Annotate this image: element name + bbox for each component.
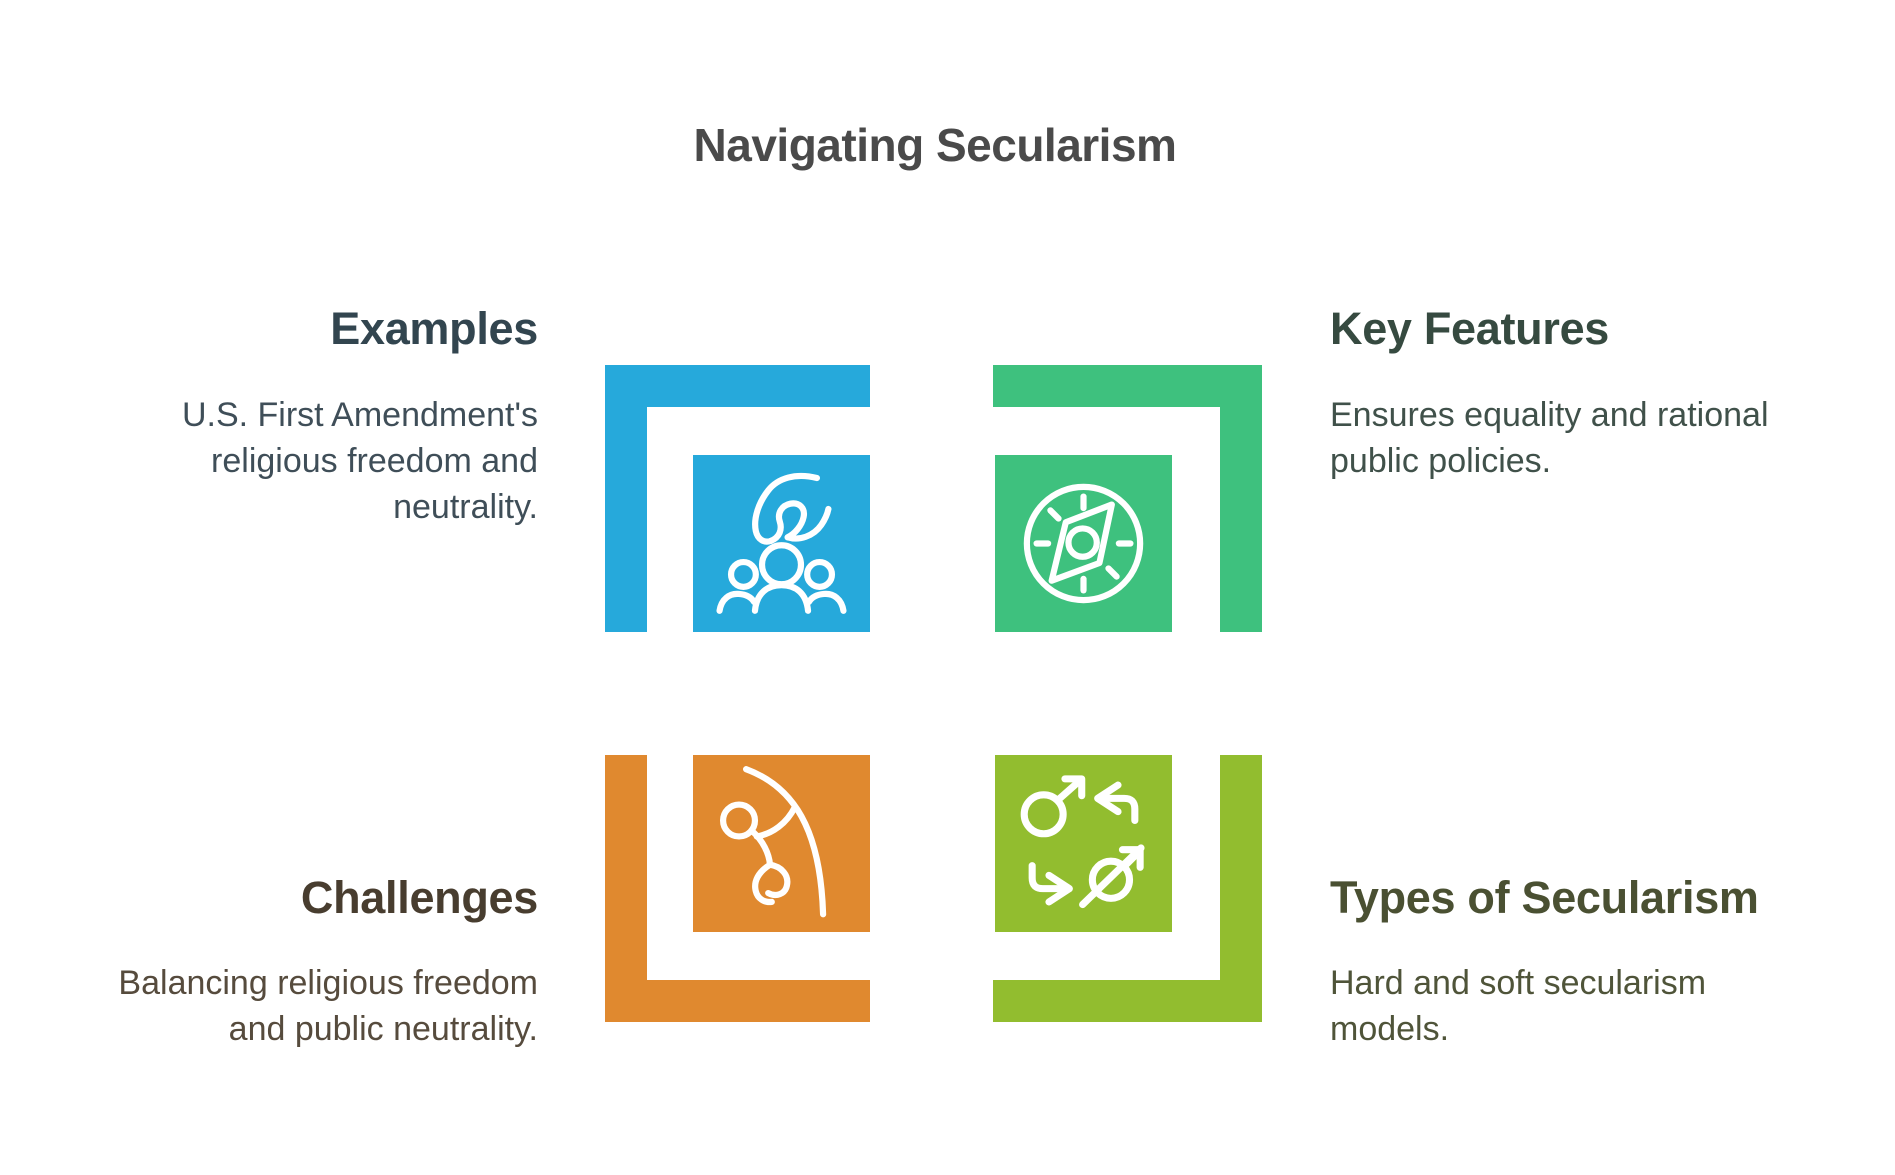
bracket-arm-horizontal: [605, 365, 870, 407]
key-features-icon-tile: [995, 455, 1172, 632]
quadrant-heading-examples: Examples: [330, 303, 538, 354]
bracket-arm-vertical: [1220, 755, 1262, 1022]
quadrant-body-challenges: Balancing religious freedom and public n…: [118, 964, 538, 1048]
bracket-arm-vertical: [1220, 365, 1262, 632]
quadrant-heading-challenges: Challenges: [300, 872, 538, 923]
quadrant-body-examples: U.S. First Amendment's religious freedom…: [181, 396, 538, 526]
limbo-figure-icon: [719, 766, 827, 918]
types-icon-tile: [995, 755, 1172, 932]
bracket-arm-horizontal: [605, 980, 870, 1022]
gender-cycle-icon: [1020, 775, 1145, 909]
quadrant-body-types: Hard and soft secularism models.: [1330, 964, 1707, 1048]
quadrant-heading-types: Types of Secularism: [1330, 872, 1759, 923]
bracket-arm-horizontal: [993, 980, 1262, 1022]
challenges-icon-tile: [693, 755, 870, 932]
bracket-arm-horizontal: [993, 365, 1262, 407]
hand-over-people-icon: [716, 472, 847, 614]
bracket-arm-vertical: [605, 365, 647, 632]
quadrant-body-key-features: Ensures equality and rational public pol…: [1330, 396, 1769, 480]
bracket-arm-vertical: [605, 755, 647, 1022]
compass-icon: [1023, 483, 1144, 604]
page-title: Navigating Secularism: [693, 119, 1177, 171]
quadrant-heading-key-features: Key Features: [1330, 303, 1610, 354]
examples-icon-tile: [693, 455, 870, 632]
